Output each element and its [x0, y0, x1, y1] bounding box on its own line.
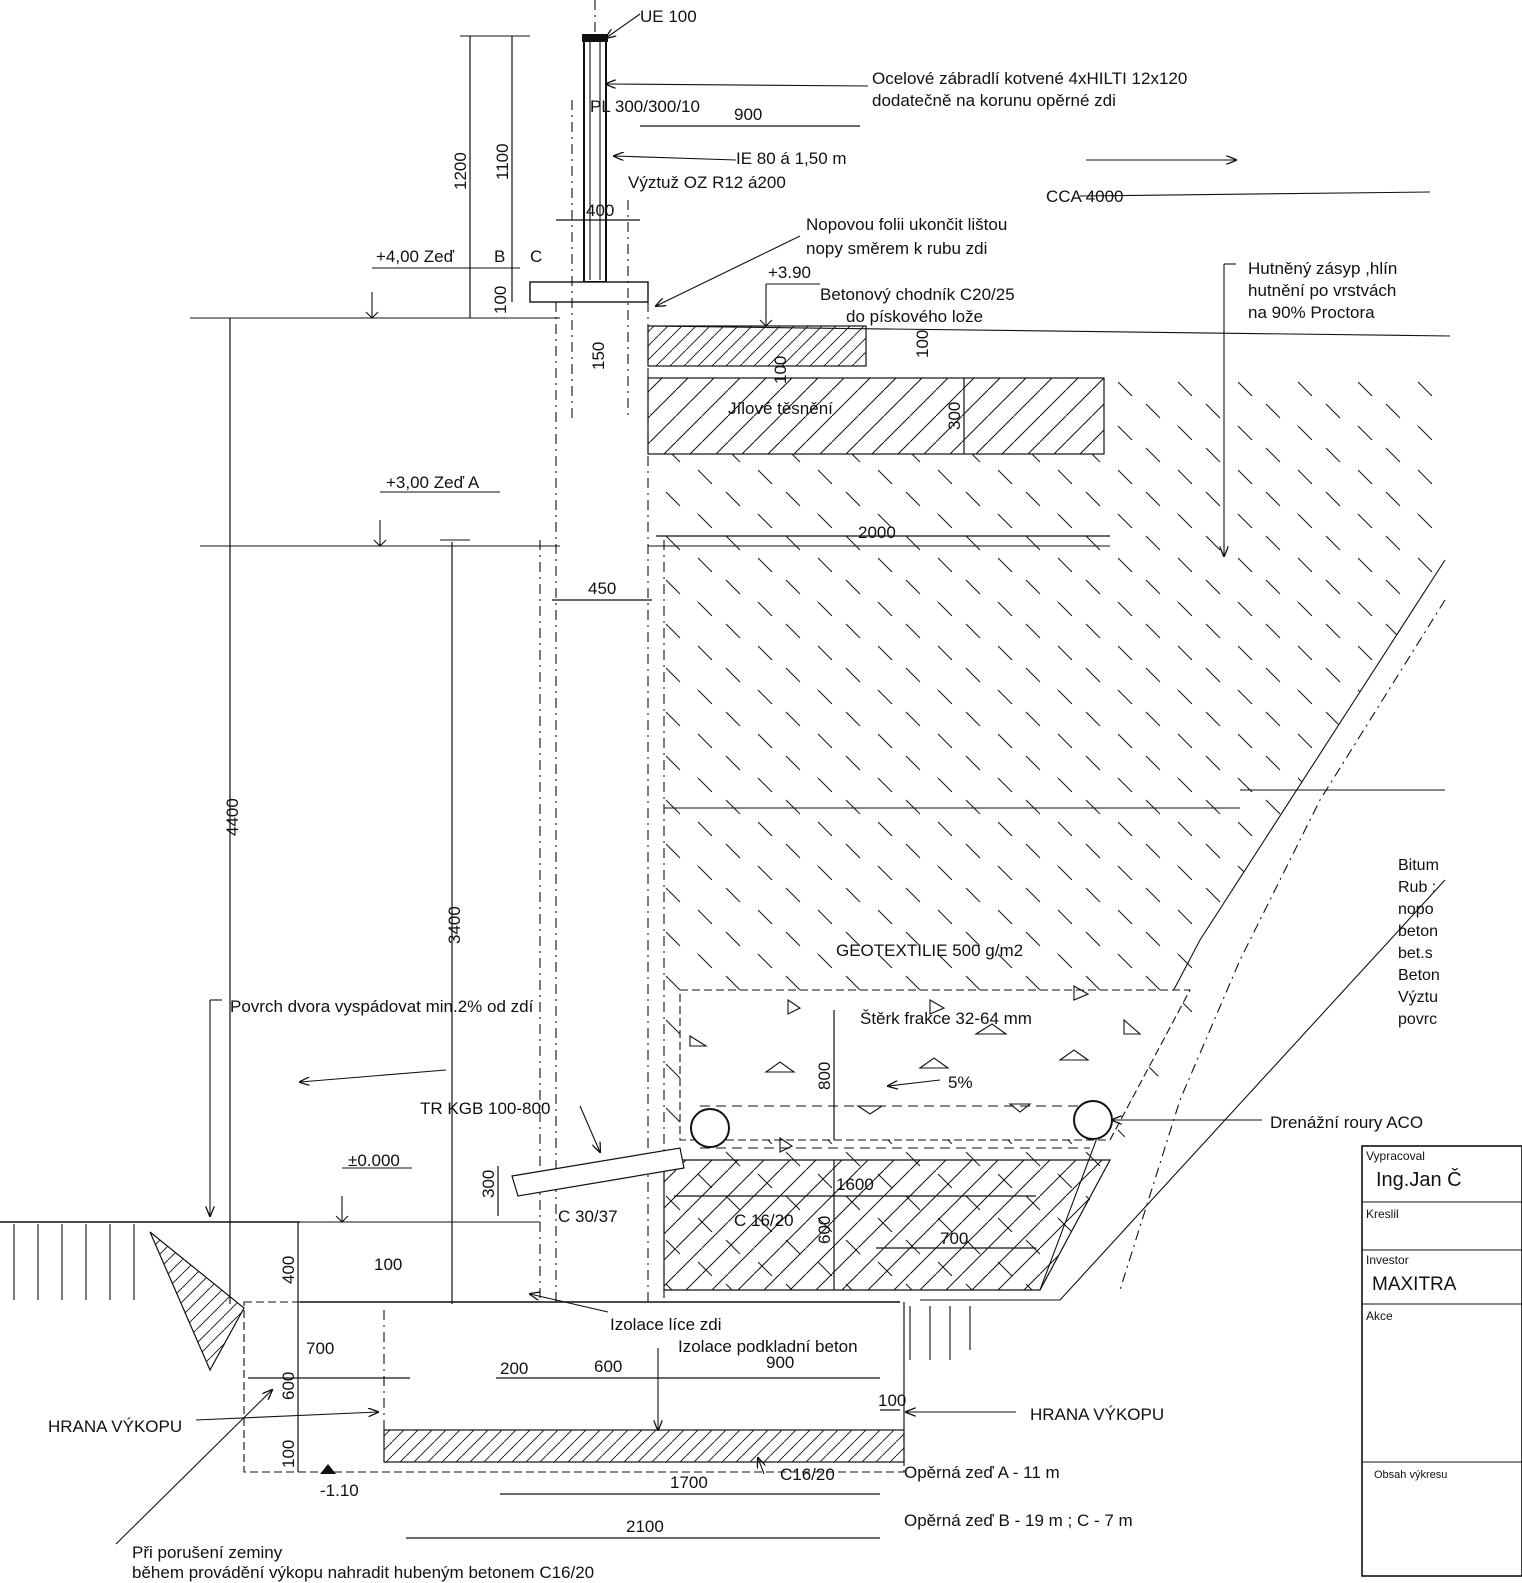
- note-line: beton: [1398, 923, 1438, 940]
- dim-1100: 1100: [493, 143, 512, 180]
- label-zed-bc: +4,00 Zeď: [376, 247, 455, 266]
- dim-700: 700: [940, 1229, 968, 1248]
- label-trkgb: TR KGB 100-800: [420, 1099, 550, 1118]
- label-minus110: -1.10: [320, 1481, 359, 1500]
- tb-akce: Akce: [1366, 1309, 1393, 1323]
- dim-600-b: 600: [279, 1372, 298, 1400]
- label-zed-b-19: Opěrná zeď B - 19 m ; C - 7 m: [904, 1511, 1133, 1530]
- tb-investor: Investor: [1366, 1253, 1409, 1267]
- tb-obsah: Obsah výkresu: [1374, 1469, 1447, 1481]
- dim-600-c: 600: [594, 1357, 622, 1376]
- dim-100-e: 100: [878, 1391, 906, 1410]
- label-c3037: C 30/37: [558, 1207, 618, 1226]
- label-drenazni: Drenážní roury ACO: [1270, 1113, 1423, 1132]
- dim-600: 600: [815, 1216, 834, 1244]
- label-chodnik-2: do pískového lože: [846, 307, 983, 326]
- tb-kreslil: Kreslil: [1366, 1207, 1399, 1221]
- label-zed-a-11: Opěrná zeď A - 11 m: [904, 1463, 1060, 1482]
- dimension-lines: [229, 35, 1110, 1539]
- note-line: bet.s: [1398, 945, 1433, 962]
- drain-pipe: [511, 1147, 685, 1197]
- dim-150: 150: [589, 342, 608, 370]
- dim-900-b: 900: [766, 1353, 794, 1372]
- dim-2100: 2100: [626, 1517, 664, 1536]
- title-block: Vypracoval Ing.Jan Č Kreslil Investor MA…: [1361, 1145, 1522, 1577]
- label-geotextilie: GEOTEXTILIE 500 g/m2: [836, 941, 1023, 960]
- dim-300-b: 300: [479, 1170, 498, 1198]
- railing-post: [529, 0, 649, 303]
- label-sterk: Štěrk frakce 32-64 mm: [860, 1009, 1032, 1028]
- dim-1600: 1600: [836, 1175, 874, 1194]
- dim-200: 200: [500, 1359, 528, 1378]
- label-jilove: Jílové těsnění: [728, 399, 833, 418]
- label-railing-1: Ocelové zábradlí kotvené 4xHILTI 12x120: [872, 69, 1187, 88]
- note-line: Beton: [1398, 967, 1440, 984]
- dim-800: 800: [815, 1062, 834, 1090]
- bitumen-notes: Bitum Rub : nopo beton bet.s Beton Výztu…: [1398, 857, 1440, 1028]
- label-povrch: Povrch dvora vyspádovat min.2% od zdí: [230, 997, 534, 1016]
- label-chodnik-1: Betonový chodník C20/25: [820, 285, 1015, 304]
- label-ue100: UE 100: [640, 7, 697, 26]
- tb-vypracoval: Vypracoval: [1366, 1149, 1425, 1163]
- label-zasyp-1: Hutněný zásyp ,hlín: [1248, 259, 1397, 278]
- leader-lines: [115, 13, 1262, 1545]
- label-nopova-1: Nopovou folii ukončit lištou: [806, 215, 1007, 234]
- label-cca: CCA 4000: [1046, 187, 1124, 206]
- dim-700-b: 700: [306, 1339, 334, 1358]
- drain-footing: [663, 1159, 1112, 1291]
- label-zasyp-3: na 90% Proctora: [1248, 303, 1375, 322]
- note-line: povrc: [1398, 1011, 1437, 1028]
- dim-1700: 1700: [670, 1473, 708, 1492]
- label-poruseni-2: během provádění výkopu nahradit hubeným …: [132, 1563, 594, 1582]
- dim-3400: 3400: [445, 906, 464, 944]
- note-line: Rub :: [1398, 879, 1436, 896]
- dim-100-b: 100: [771, 356, 790, 384]
- label-zasyp-2: hutnění po vrstvách: [1248, 281, 1396, 300]
- dim-1200: 1200: [451, 152, 470, 190]
- label-zed-a: +3,00 Zeď A: [386, 473, 480, 492]
- ground-left: [0, 1221, 300, 1372]
- label-ie80: IE 80 á 1,50 m: [736, 149, 847, 168]
- dim-400: 400: [279, 1256, 298, 1284]
- walkway-and-clay: [647, 325, 1451, 455]
- dim-100-f: 100: [279, 1440, 298, 1468]
- gravel-drain: [679, 985, 1191, 1153]
- label-c1620-a: C 16/20: [734, 1211, 794, 1230]
- dim-900: 900: [734, 105, 762, 124]
- note-line: Bitum: [1398, 857, 1439, 874]
- label-izolace-1: Izolace líce zdi: [610, 1315, 722, 1334]
- label-c1620-b: C16/20: [780, 1465, 835, 1484]
- note-line: nopo: [1398, 901, 1434, 918]
- level-markers: [320, 267, 820, 1474]
- tb-name: Ing.Jan Č: [1376, 1168, 1462, 1191]
- dim-4400: 4400: [223, 798, 242, 836]
- label-b: B: [494, 247, 505, 266]
- label-nopova-2: nopy směrem k rubu zdi: [806, 239, 987, 258]
- label-hrana-1: HRANA VÝKOPU: [48, 1417, 182, 1436]
- dim-100-c: 100: [913, 330, 932, 358]
- dim-100-a: 100: [491, 286, 510, 314]
- label-izolace-2: Izolace podkladní beton: [678, 1337, 858, 1356]
- label-hrana-2: HRANA VÝKOPU: [1030, 1405, 1164, 1424]
- label-c: C: [530, 247, 542, 266]
- dim-100-d: 100: [374, 1255, 402, 1274]
- labels: UE 100 PL 300/300/10 Ocelové zábradlí ko…: [48, 7, 1423, 1582]
- note-line: Výztu: [1398, 989, 1438, 1006]
- label-plus390: +3.90: [768, 263, 811, 282]
- label-poruseni-1: Při porušení zeminy: [132, 1543, 283, 1562]
- foundation: [243, 879, 1446, 1473]
- label-5pct: 5%: [948, 1073, 973, 1092]
- dimension-values: 1200 1100 900 400 100 150 100 100 300 20…: [223, 105, 968, 1536]
- label-vyztuz: Výztuž OZ R12 á200: [628, 173, 786, 192]
- dim-2000: 2000: [858, 523, 896, 542]
- tb-investor-name: MAXITRA: [1372, 1274, 1457, 1295]
- label-zero: ±0.000: [348, 1151, 400, 1170]
- label-pl: PL 300/300/10: [590, 97, 700, 116]
- label-railing-2: dodatečně na korunu opěrné zdi: [872, 91, 1116, 110]
- dim-450: 450: [588, 579, 616, 598]
- dim-300: 300: [945, 402, 964, 430]
- dim-400-top: 400: [586, 201, 614, 220]
